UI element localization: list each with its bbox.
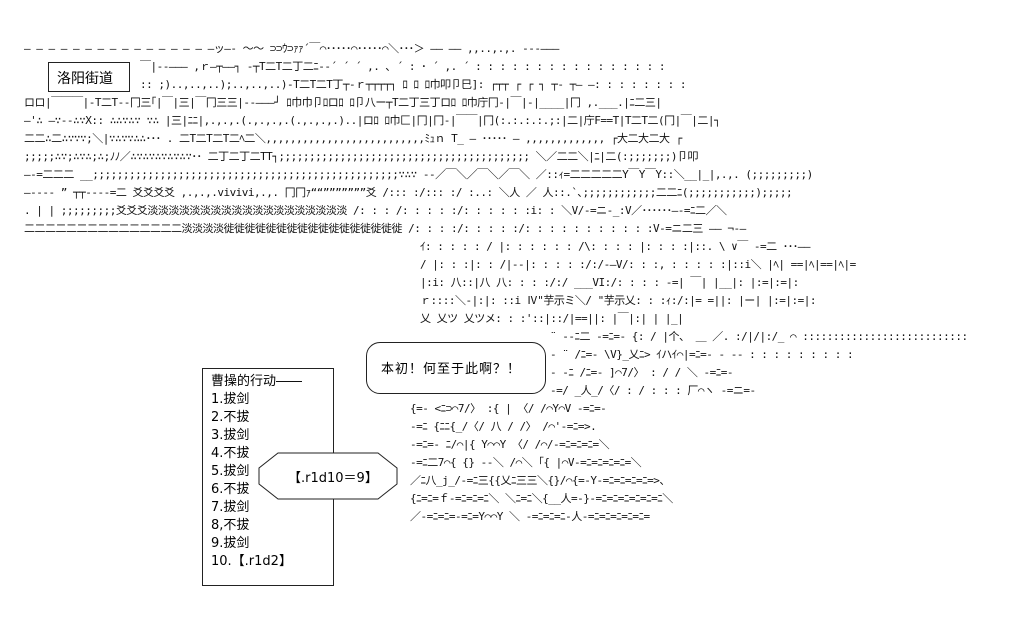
art-line: ;;;;;∴∵;∴∵∴;∴;ﾉﾉ／∴∵∴∵∴∵∴∵∴∵･･ 二丁二丁二TT┐;;…: [24, 150, 699, 163]
art-line: ロロ|￣￣￣|-T二T--冂三｢|￣|三|￣冂三三|--―――┘ ﾛ巾巾卩ﾛロﾛ…: [24, 96, 662, 109]
location-title: 洛阳街道: [57, 71, 113, 87]
art-line: ―'∴ ―∵--∴∵X:: ∴∴∵∴∵ ∵∴ |三|ﾆﾆ|,.,.,.(.,.,…: [24, 114, 721, 127]
art-line: ｲ: : : : : / |: : : : : : /\: : : : |: :…: [420, 240, 811, 253]
art-line: . | | ;;;;;;;;;爻爻爻淡淡淡淡淡淡淡淡淡淡淡淡淡淡淡淡淡淡淡 /:…: [24, 204, 727, 217]
art-line: |:i: 八::|八 八: : : :/:/ ___VI:/: : : : -=…: [420, 276, 799, 289]
octagon-frame: [258, 452, 398, 500]
art-line: {=- <ﾆ⊃⌒7/〉 :{ | 〈/ /⌒Y⌒V -=ﾆ=-: [410, 402, 607, 415]
action-item: 10.【.r1d2】: [211, 554, 292, 569]
art-line: -=ﾆ=- ﾆ/⌒|{ Y⌒⌒Y 〈/ /⌒/-=ﾆ=ﾆ=ﾆ=＼: [410, 438, 610, 451]
art-line: ― ― ― ― ― ― ― ― ― ― ― ― ― ― ― ―ッ―- ～～ ⊃⊃…: [24, 42, 559, 55]
art-line: ―‐‐‐‐ ” ┬┬----=二 爻爻爻爻 ,.,.,.vivivi,.,. 冂…: [24, 186, 793, 199]
speech-bubble: 本初！何至于此啊？！: [366, 342, 546, 394]
action-list-header: 曹操的行动――: [211, 374, 303, 389]
art-line: ￣|--――― ,ｒ―┬――┐ -┬T二T二丁二ﾆ-‐´ ´ ´ ,. ､ ´ …: [140, 60, 665, 73]
art-line: {ﾆ=ﾆ=ｆ-=ﾆ=ﾆ=ﾆ＼ ＼ﾆ=ﾆ＼{__人=-}-=ﾆ=ﾆ=ﾆ=ﾆ=ﾆ=ﾆ…: [410, 492, 673, 505]
action-item: 9.拔剑: [211, 536, 250, 551]
action-item: 5.拔剑: [211, 464, 250, 479]
action-item: 7.拔剑: [211, 500, 250, 515]
art-line: - ¨ /ﾆ=- \V}_乂ﾆ> ｲハｲ⌒|=ﾆ=- - -- : : : : …: [550, 348, 854, 361]
action-item: 8,不拔: [211, 518, 250, 533]
art-line: -=ﾆ {ﾆﾆ{_/〈/ 八 / /〉 /⌒'-=ﾆ=>.: [410, 420, 597, 433]
location-title-box: 洛阳街道: [48, 62, 130, 92]
art-line: - -ﾆ /ﾆ=- ]⌒7/〉 : / / ＼ -=ﾆ=-: [550, 366, 733, 379]
art-line: 二二二二二二二二二二二二二二二淡淡淡淡徙徙徙徙徙徙徙徙徙徙徙徙徙徙徙徙徙 /: …: [24, 222, 746, 235]
action-item: 4.不拔: [211, 446, 250, 461]
octagon-shape: [258, 452, 398, 500]
art-line: / |: : :|: : /|--|: : : : :/:/-―V/: : :,…: [420, 258, 856, 271]
action-item: 6.不拔: [211, 482, 250, 497]
art-line: ／-=ﾆ=ﾆ=-=ﾆ=Y⌒⌒Y ＼ -=ﾆ=ﾆ=ﾆ-人-=ﾆ=ﾆ=ﾆ=ﾆ=ﾆ=: [410, 510, 650, 523]
action-item: 2.不拔: [211, 410, 250, 425]
speech-text: 本初！何至于此啊？！: [381, 362, 522, 377]
dice-roll-result: 【.r1d10＝9】: [288, 471, 378, 486]
action-item: 1.拔剑: [211, 392, 250, 407]
art-line: 乂 乂ツ 乂ツメ: : :'::|::/|==||: |￣|:| | |_|: [420, 312, 684, 325]
art-line: -=ﾆ二7⌒{ {} ‐-＼ /⌒＼ ｢{ |⌒V-=ﾆ=ﾆ=ﾆ=ﾆ=＼: [410, 456, 642, 469]
art-line: ―-=二二二 __;;;;;;;;;;;;;;;;;;;;;;;;;;;;;;;…: [24, 168, 813, 181]
art-line: -=/ _人_/〈/ : / : : : 厂⌒ヽ -=ニ=-: [550, 384, 756, 397]
art-line: :: ;)..,..,..);..,..,..)‐T二T二T丁┬-ｒ┬┬┬┬┐ …: [140, 78, 686, 91]
art-line: ¨ -‐ﾆ二 -=ﾆ=- {: / |个、 ＿ ／. :/|/|:/_ ⌒ ::…: [550, 330, 968, 343]
art-line: 二二∴二∴∵∵∵;＼|∵∴∵∵∴∴･･･ . 二T二T二T二ﾍ二＼,,,,,,,…: [24, 132, 682, 145]
art-line: ／ﾆ八_j_/-=ﾆ三{{乂ﾆ三三＼{}/⌒{=-Y-=ﾆ=ﾆ=ﾆ=ﾆ=>、: [410, 474, 670, 487]
art-line: ｒ::::＼-|:|: ::i Ⅳ"芋示ミ＼/ "芋示乂: : :ｨ:/:|= …: [420, 294, 817, 307]
action-item: 3.拔剑: [211, 428, 250, 443]
dice-roll-box: 【.r1d10＝9】: [258, 452, 398, 500]
